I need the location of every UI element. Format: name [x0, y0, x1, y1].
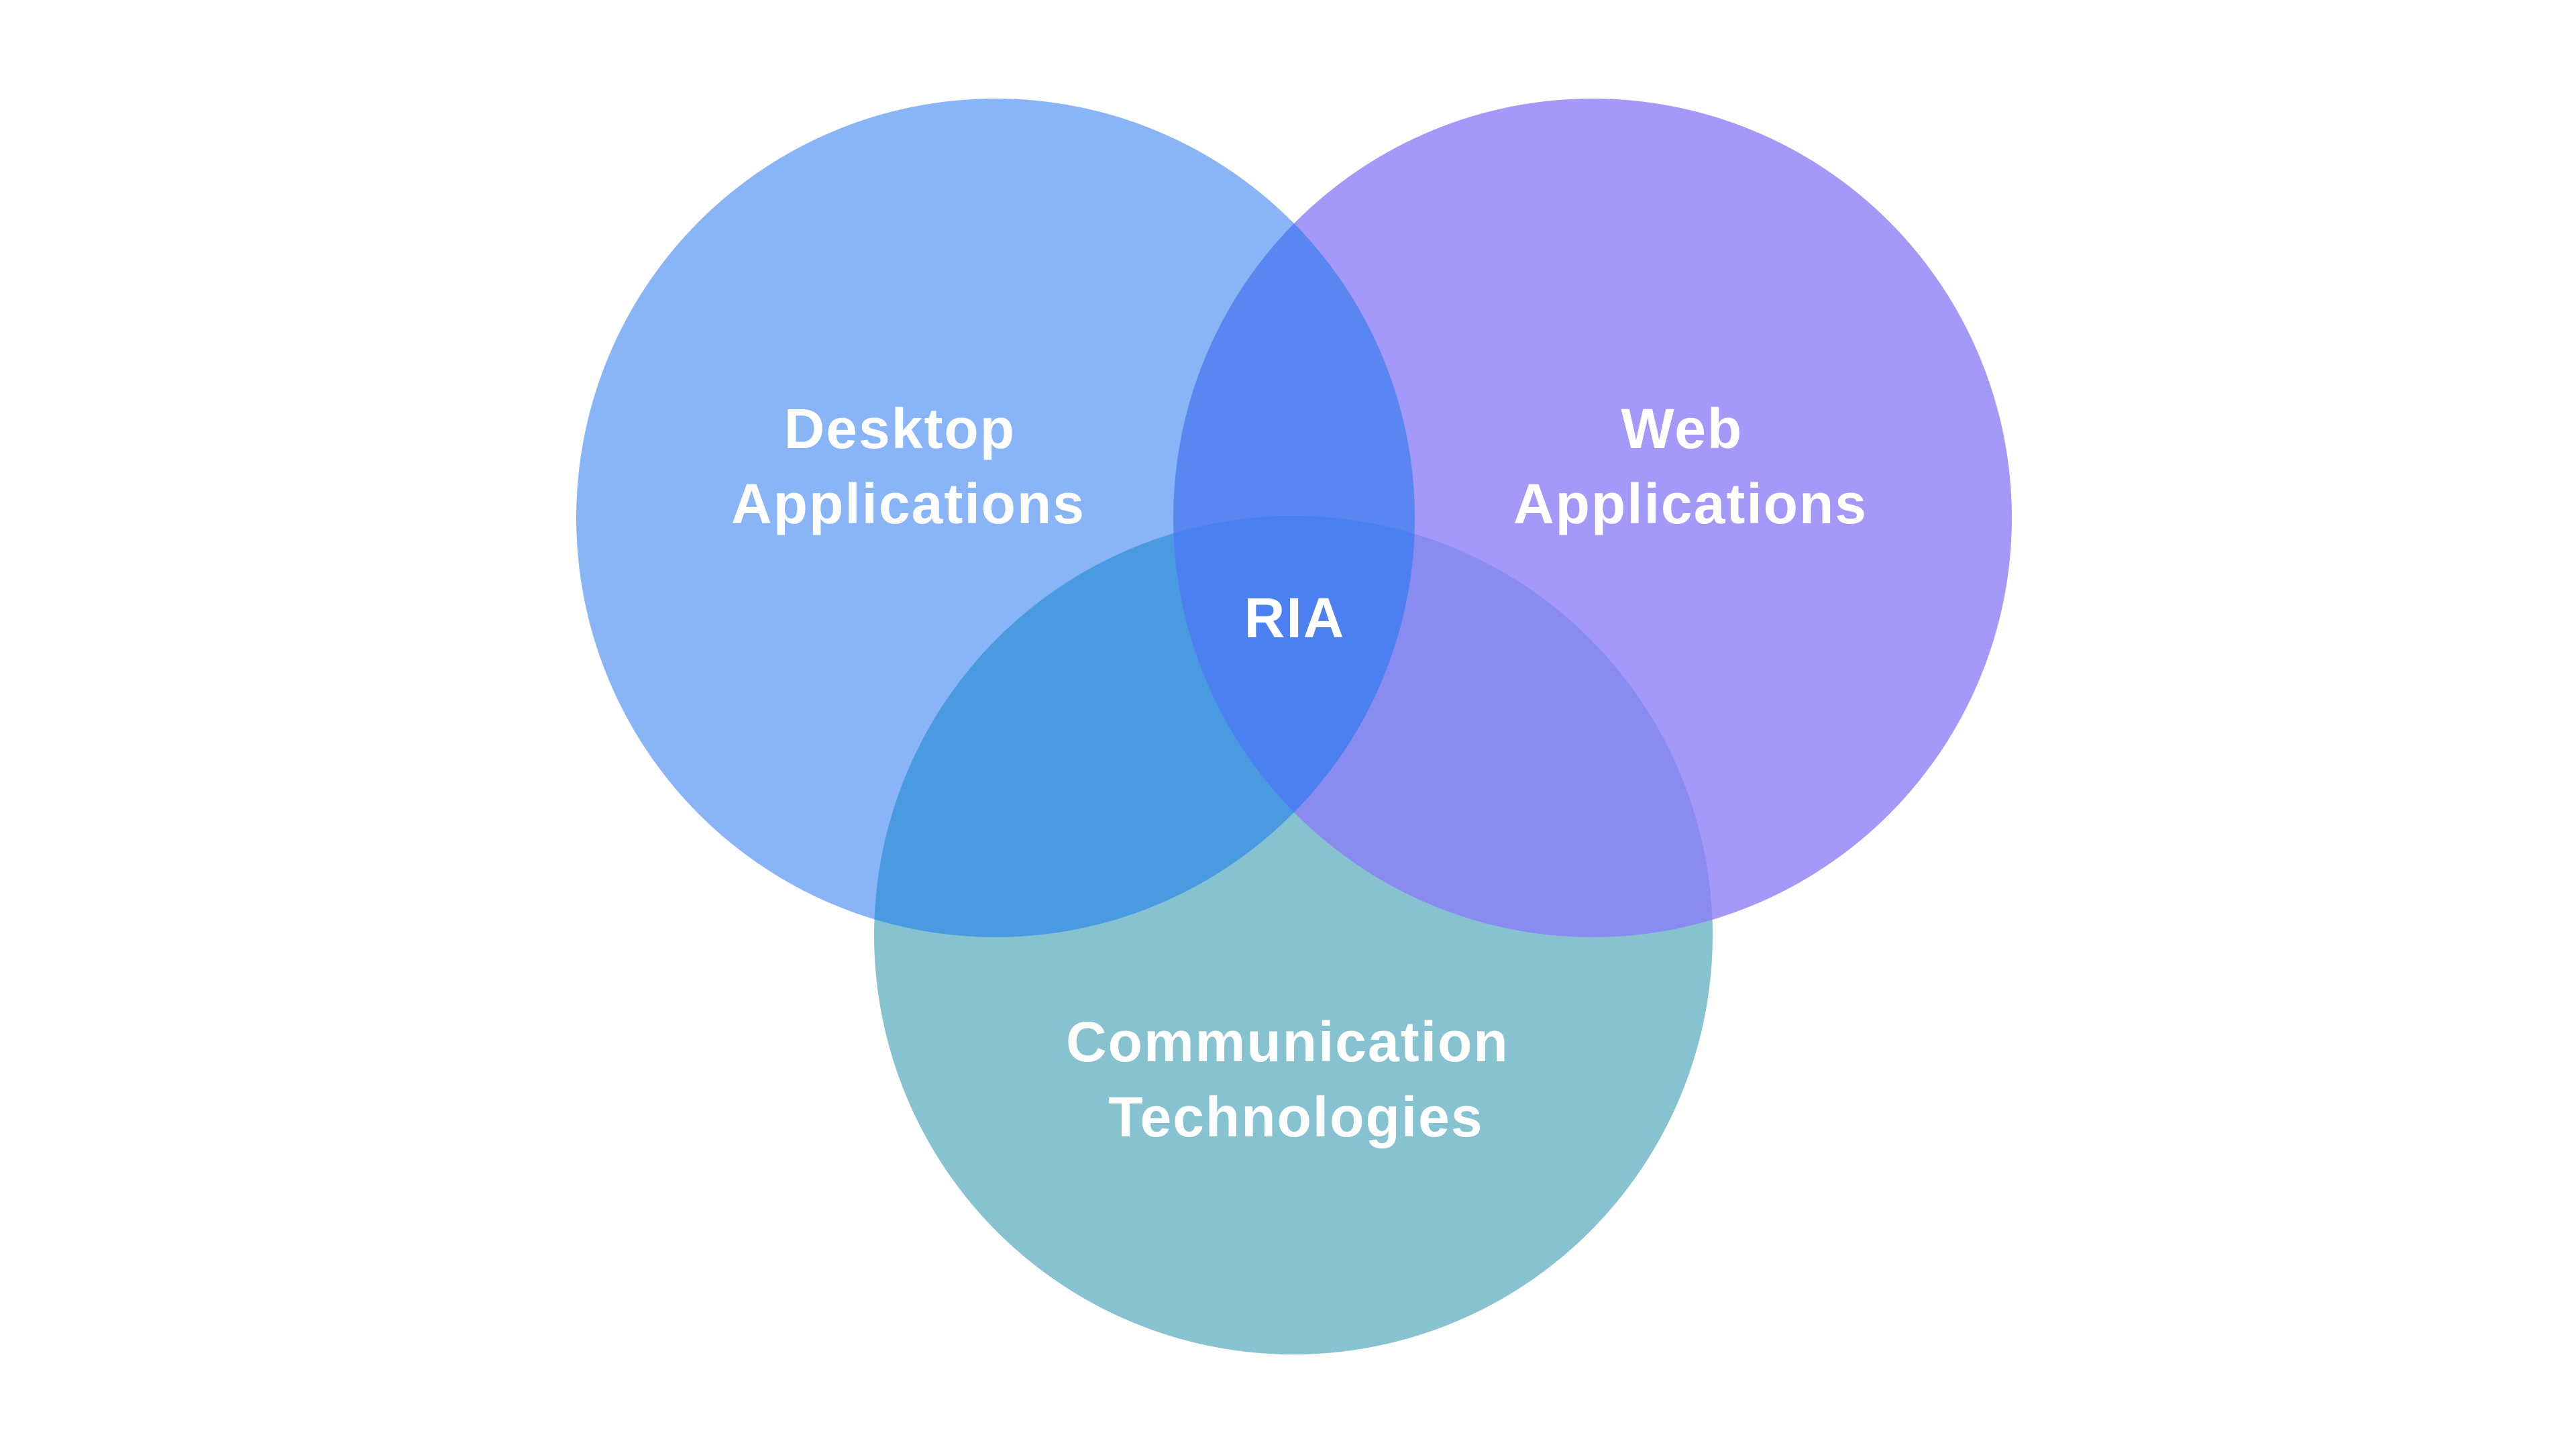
label-communication-line-1: Communication [1066, 1010, 1509, 1073]
label-web-line-1: Web [1621, 397, 1743, 460]
label-web-line-2: Applications [1513, 472, 1868, 535]
label-communication-technologies: Communication Technologies [1066, 1010, 1526, 1148]
label-communication-line-2: Technologies [1108, 1085, 1483, 1148]
label-web-applications: Web Applications [1513, 397, 1868, 535]
label-desktop-line-1: Desktop [784, 397, 1016, 460]
label-desktop-line-2: Applications [731, 472, 1085, 535]
label-ria: RIA [1244, 586, 1346, 649]
label-desktop-applications: Desktop Applications [731, 397, 1085, 535]
